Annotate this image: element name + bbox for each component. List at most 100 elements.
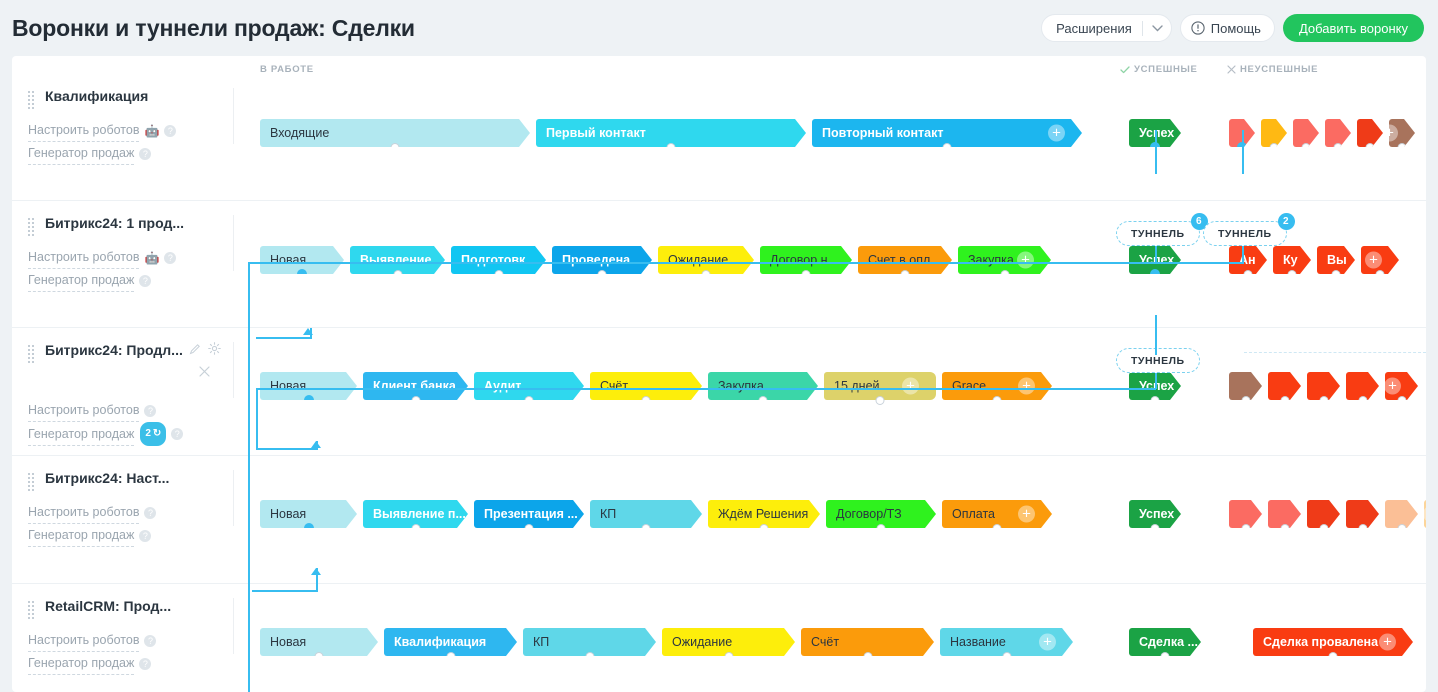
stage-connector-knob[interactable] [667,143,676,152]
help-hint-icon[interactable]: ? [144,404,157,417]
stage-connector-knob[interactable] [702,270,711,279]
in-progress-stage[interactable]: Договор/ТЗ [826,500,936,528]
in-progress-stage[interactable]: Выявление... [350,246,445,274]
configure-robots-link[interactable]: Настроить роботов? [28,501,236,524]
failure-stage[interactable] [1268,372,1301,400]
in-progress-stage[interactable]: Счёт [801,628,934,656]
stage-connector-knob[interactable] [315,652,324,661]
stage-connector-knob[interactable] [1332,270,1341,279]
stage-connector-knob[interactable] [1002,652,1011,661]
stage-connector-knob[interactable] [297,269,307,279]
failure-stage[interactable]: Вы [1317,246,1355,274]
stage-connector-knob[interactable] [943,143,952,152]
stage-connector-knob[interactable] [1270,143,1279,152]
stage-connector-knob[interactable] [993,396,1002,405]
failure-stage[interactable]: + [1424,500,1426,528]
stage-connector-knob[interactable] [875,396,885,405]
add-stage-icon[interactable]: + [1379,634,1396,651]
configure-robots-link[interactable]: Настроить роботов? [28,399,236,422]
tunnel-pill[interactable]: ТУННЕЛЬ [1116,348,1200,373]
in-progress-stage[interactable]: Ожидание ... [658,246,754,274]
configure-robots-link[interactable]: Настроить роботов? [28,629,236,652]
stage-connector-knob[interactable] [642,396,651,405]
failure-stage[interactable] [1307,372,1340,400]
failure-stage[interactable] [1261,119,1287,147]
failure-stage[interactable]: + [1385,372,1418,400]
help-button[interactable]: Помощь [1179,14,1275,42]
success-stage[interactable]: Сделка ... [1129,628,1201,656]
in-progress-stage[interactable]: КП [590,500,702,528]
stage-connector-knob[interactable] [1397,524,1406,533]
failure-stage[interactable] [1229,372,1262,400]
help-hint-icon[interactable]: ? [139,657,152,670]
stage-connector-knob[interactable] [1329,652,1338,661]
add-stage-icon[interactable]: + [1048,125,1065,142]
in-progress-stage[interactable]: Проведена... [552,246,652,274]
stage-connector-knob[interactable] [1161,652,1170,661]
in-progress-stage[interactable]: Выявление п... [363,500,468,528]
in-progress-stage[interactable]: Первый контакт [536,119,806,147]
sales-generator-link[interactable]: Генератор продаж? [28,652,236,675]
sales-generator-link[interactable]: Генератор продаж? [28,142,236,165]
funnel-name[interactable]: Квалификация [45,88,149,104]
add-stage-icon[interactable]: + [1018,378,1035,395]
stage-connector-knob[interactable] [1319,524,1328,533]
in-progress-stage[interactable]: Аудит [474,372,584,400]
gear-icon[interactable] [208,342,221,355]
failure-stage[interactable] [1307,500,1340,528]
stage-connector-knob[interactable] [304,395,314,405]
extensions-dropdown[interactable]: Расширения [1041,14,1172,42]
generator-count-badge[interactable]: 2↻ [140,422,167,446]
help-hint-icon[interactable]: ? [139,529,152,542]
in-progress-stage[interactable]: Закупка+ [958,246,1051,274]
help-hint-icon[interactable]: ? [171,428,184,440]
stage-connector-knob[interactable] [1319,396,1328,405]
stage-connector-knob[interactable] [1244,270,1253,279]
stage-connector-knob[interactable] [1358,396,1367,405]
drag-handle-icon[interactable] [28,345,38,365]
in-progress-stage[interactable]: Счет в опл... [858,246,952,274]
in-progress-stage[interactable]: Новая [260,500,357,528]
in-progress-stage[interactable]: Счёт [590,372,702,400]
add-stage-icon[interactable]: + [1423,506,1426,523]
in-progress-stage[interactable]: Grace+ [942,372,1052,400]
in-progress-stage[interactable]: Входящие [260,119,530,147]
failure-stage[interactable] [1229,500,1262,528]
in-progress-stage[interactable]: КП [523,628,656,656]
stage-connector-knob[interactable] [993,524,1002,533]
in-progress-stage[interactable]: Название+ [940,628,1073,656]
stage-connector-knob[interactable] [525,396,534,405]
in-progress-stage[interactable]: 15 дней+ [824,372,936,405]
close-icon[interactable] [199,364,210,382]
in-progress-stage[interactable]: Повторный контакт+ [812,119,1082,147]
drag-handle-icon[interactable] [28,601,38,621]
stage-connector-knob[interactable] [642,524,651,533]
in-progress-stage[interactable]: Ожидание [662,628,795,656]
failure-stage[interactable] [1325,119,1351,147]
add-stage-icon[interactable]: + [1365,252,1382,269]
stage-connector-knob[interactable] [1280,396,1289,405]
drag-handle-icon[interactable] [28,473,38,493]
sales-generator-link[interactable]: Генератор продаж? [28,269,236,292]
in-progress-stage[interactable]: Оплата+ [942,500,1052,528]
stage-connector-knob[interactable] [304,523,314,533]
stage-connector-knob[interactable] [802,270,811,279]
add-funnel-button[interactable]: Добавить воронку [1282,14,1424,42]
stage-connector-knob[interactable] [1397,396,1406,405]
funnel-name[interactable]: Битрикс24: Наст... [45,470,170,486]
stage-connector-knob[interactable] [1151,524,1160,533]
failure-stage[interactable] [1293,119,1319,147]
help-hint-icon[interactable]: ? [144,634,157,647]
stage-connector-knob[interactable] [1376,270,1385,279]
stage-connector-knob[interactable] [598,270,607,279]
failure-stage[interactable] [1357,119,1383,147]
stage-connector-knob[interactable] [446,652,455,661]
failure-stage[interactable] [1346,500,1379,528]
edit-pencil-icon[interactable] [189,343,201,355]
in-progress-stage[interactable]: Договор н... [760,246,852,274]
in-progress-stage[interactable]: Клиент банка [363,372,468,400]
stage-connector-knob[interactable] [411,396,420,405]
